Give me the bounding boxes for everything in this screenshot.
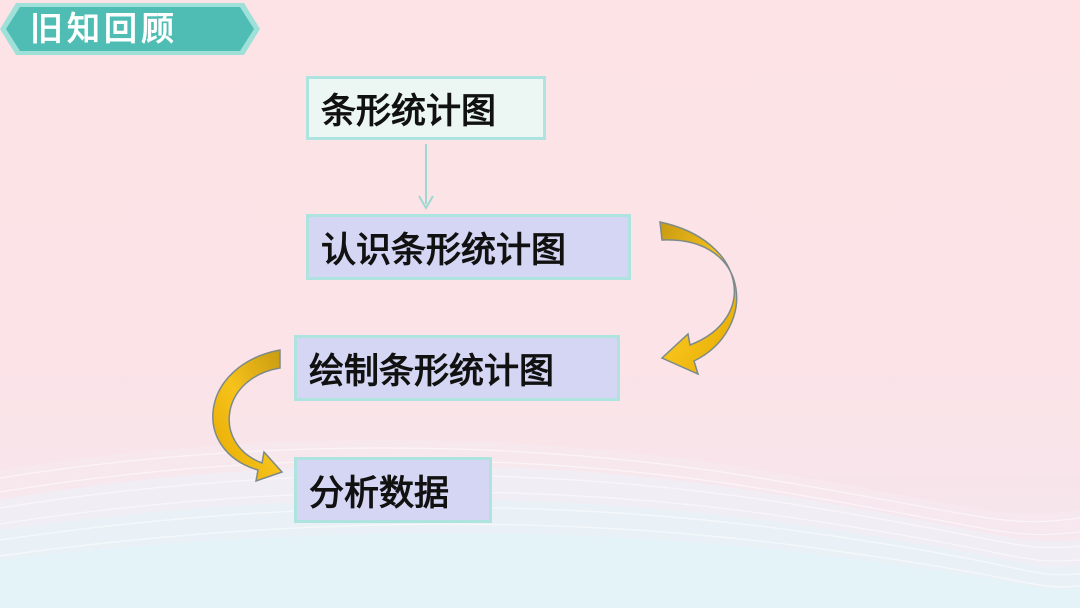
node-analyze-data: 分析数据 bbox=[294, 457, 492, 523]
node-draw-bar-chart: 绘制条形统计图 bbox=[294, 335, 620, 401]
node-label: 绘制条形统计图 bbox=[309, 351, 555, 392]
node-label: 分析数据 bbox=[309, 473, 450, 514]
title-badge-shape bbox=[0, 3, 260, 55]
node-label: 条形统计图 bbox=[321, 91, 497, 132]
node-bar-chart: 条形统计图 bbox=[306, 76, 546, 140]
section-title: 旧知回顾 bbox=[30, 9, 178, 48]
node-understand-bar-chart: 认识条形统计图 bbox=[306, 214, 631, 280]
node-label: 认识条形统计图 bbox=[321, 230, 567, 271]
